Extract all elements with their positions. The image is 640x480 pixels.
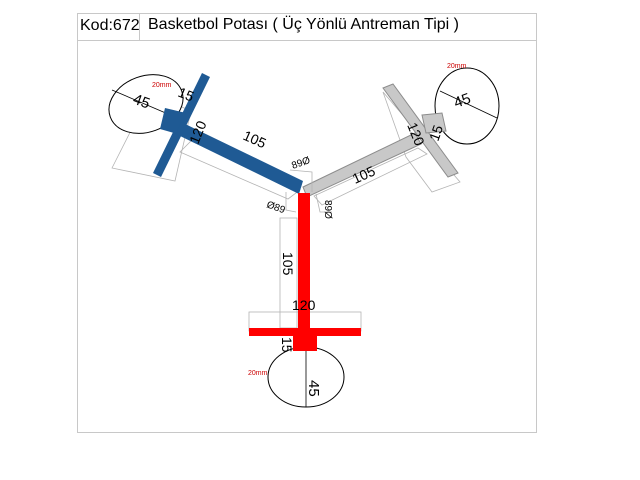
header-column-divider <box>139 14 140 40</box>
red-arm-length-label: 105 <box>280 252 296 276</box>
gray-arm: 20mm 45 15 120 105 <box>302 63 500 206</box>
gray-arm-bar <box>302 132 422 198</box>
red-plate-label: 15 <box>279 337 295 353</box>
red-crossbar <box>249 328 361 336</box>
red-thickness-label: 20mm <box>248 370 268 377</box>
gray-plate-label: 15 <box>426 123 446 143</box>
gray-plate <box>421 112 447 134</box>
header-divider <box>78 40 536 41</box>
drawing-frame: Kod:672 Basketbol Potası ( Üç Yönlü Antr… <box>77 13 537 433</box>
gray-thickness-label: 20mm <box>447 63 467 70</box>
blue-arm: 20mm 45 15 120 105 <box>108 73 303 200</box>
red-arm-bar <box>298 193 310 329</box>
blue-plate-label: 15 <box>176 84 197 105</box>
pipe-dim-left: Ø89 <box>265 199 287 216</box>
red-arm: 20mm 45 15 120 105 <box>248 193 362 408</box>
product-code: Kod:672 <box>80 17 140 34</box>
hub-dim-box-upper <box>289 169 313 192</box>
hub-dim-box-left <box>285 192 297 213</box>
gray-crossbar <box>382 83 459 178</box>
pipe-dim-upper: 89Ø <box>290 155 312 172</box>
gray-board-label: 45 <box>452 90 473 112</box>
gray-backboard <box>434 67 500 145</box>
blue-arm-dim-box <box>179 140 301 200</box>
blue-thickness-label: 20mm <box>152 82 172 89</box>
hub-dim-box-right <box>315 193 332 213</box>
pipe-dim-right: 89Ø <box>322 200 333 219</box>
blue-arm-length-label: 105 <box>241 127 269 151</box>
red-crossbar-label: 120 <box>292 297 316 313</box>
gray-arm-dim-box <box>313 147 428 206</box>
gray-board-dim-line <box>439 90 498 119</box>
drawing-title: Basketbol Potası ( Üç Yönlü Antreman Tip… <box>148 16 459 33</box>
red-plate <box>293 333 317 351</box>
blue-board-label: 45 <box>131 91 152 113</box>
red-board-label: 45 <box>305 380 322 397</box>
blue-arm-bar <box>176 122 303 194</box>
